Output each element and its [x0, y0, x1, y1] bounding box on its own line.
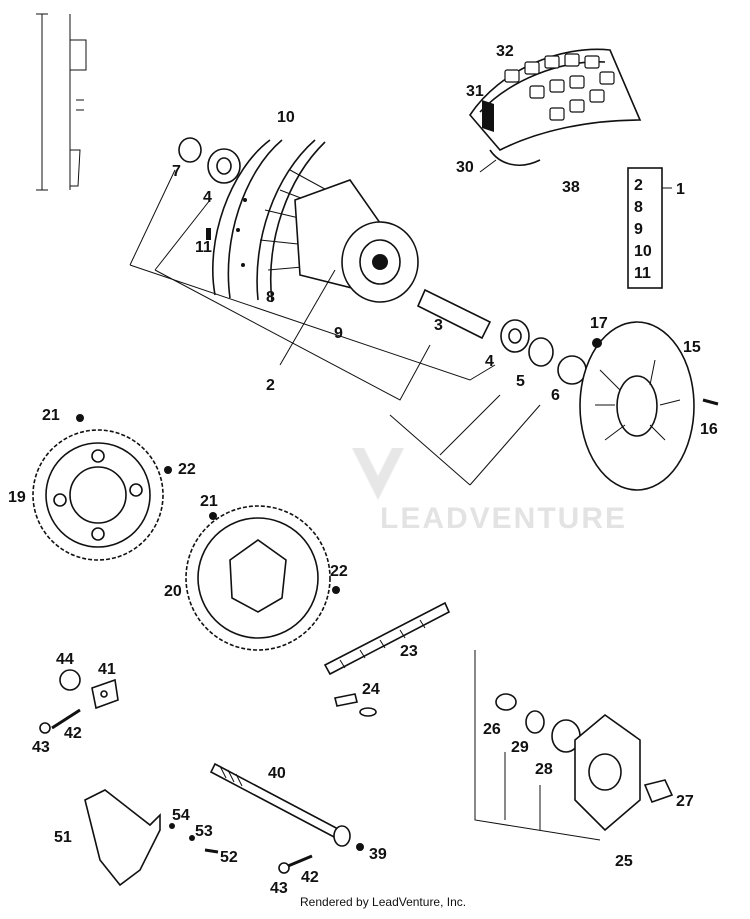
callout-16: 16 [700, 421, 718, 438]
callout-26: 26 [483, 721, 501, 738]
callout-21: 21 [42, 407, 60, 424]
kit-item-9: 9 [634, 221, 643, 238]
kit-item-11: 11 [634, 265, 651, 282]
rear-axle [209, 762, 364, 851]
callout-41: 41 [98, 661, 116, 678]
callout-6: 6 [551, 387, 560, 404]
callout-4: 4 [485, 353, 494, 370]
callout-8: 8 [266, 289, 275, 306]
rim [211, 139, 326, 303]
valve-reference-sketch [36, 13, 87, 191]
callout-52: 52 [220, 849, 238, 866]
callout-44: 44 [56, 651, 74, 668]
hub [294, 179, 419, 303]
callout-22: 22 [330, 563, 348, 580]
kit-item-10: 10 [634, 243, 652, 260]
callout-30: 30 [456, 159, 474, 176]
axle-spacer-bearing [416, 288, 587, 385]
kit-number: 1 [676, 181, 685, 198]
callout-43: 43 [270, 880, 288, 897]
callout-38: 38 [562, 179, 580, 196]
callout-27: 27 [676, 793, 694, 810]
callout-5: 5 [516, 373, 525, 390]
callout-24: 24 [362, 681, 380, 698]
sprocket-large [32, 414, 172, 561]
callout-43: 43 [32, 739, 50, 756]
callout-22: 22 [178, 461, 196, 478]
callout-3: 3 [434, 317, 443, 334]
kit-item-8: 8 [634, 199, 643, 216]
callout-20: 20 [164, 583, 182, 600]
brake-disc [579, 321, 719, 491]
watermark: LEADVENTURE [352, 448, 627, 535]
callout-32: 32 [496, 43, 514, 60]
tire-tread-knobs [504, 53, 615, 121]
callout-17: 17 [590, 315, 608, 332]
callout-40: 40 [268, 765, 286, 782]
callout-21: 21 [200, 493, 218, 510]
callout-51: 51 [54, 829, 72, 846]
callout-42: 42 [64, 725, 82, 742]
callout-39: 39 [369, 846, 387, 863]
tire-assembly [468, 48, 642, 166]
leader-lines [129, 159, 601, 841]
callout-19: 19 [8, 489, 26, 506]
callout-31: 31 [466, 83, 484, 100]
callout-54: 54 [172, 807, 190, 824]
footer-credit: Rendered by LeadVenture, Inc. [300, 895, 466, 909]
callout-29: 29 [511, 739, 529, 756]
kit-box [627, 167, 672, 289]
callout-28: 28 [535, 761, 553, 778]
cush-drive-hub [495, 693, 674, 832]
hub-bearings-spacers [178, 137, 241, 240]
callout-2: 2 [266, 377, 275, 394]
callout-25: 25 [615, 853, 633, 870]
watermark-text: LEADVENTURE [380, 502, 627, 535]
sprocket-small [185, 505, 340, 651]
callout-11: 11 [195, 239, 212, 256]
callout-23: 23 [400, 643, 418, 660]
chain-guide-parts [39, 669, 119, 734]
chain [323, 601, 451, 717]
callout-7: 7 [172, 163, 181, 180]
callout-4: 4 [203, 189, 212, 206]
callout-10: 10 [277, 109, 295, 126]
callout-42: 42 [301, 869, 319, 886]
callout-53: 53 [195, 823, 213, 840]
kit-item-2: 2 [634, 177, 643, 194]
callout-15: 15 [683, 339, 701, 356]
callout-9: 9 [334, 325, 343, 342]
chain-guard [84, 789, 313, 887]
